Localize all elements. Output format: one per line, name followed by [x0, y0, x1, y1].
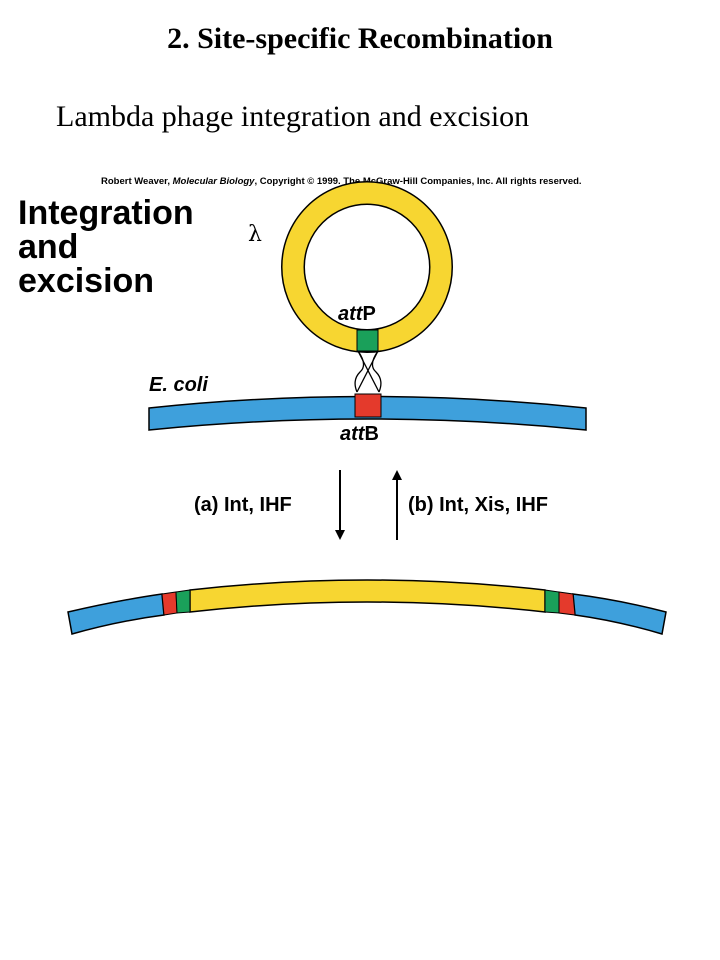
attP-site — [356, 329, 379, 352]
integrated-prophage — [189, 579, 546, 613]
crossover-line-left — [354, 350, 365, 393]
attR-green — [544, 589, 560, 614]
credit-rest: , Copyright © 1999. The McGraw-Hill Comp… — [254, 176, 581, 187]
attP-label: attP — [338, 303, 376, 325]
figure-heading-line-1: Integration — [18, 194, 194, 232]
slide-title: 2. Site-specific Recombination — [167, 22, 553, 55]
crossover-line-right — [371, 350, 382, 393]
figure-heading-line-2: and — [18, 228, 78, 266]
credit-book: Molecular Biology — [173, 176, 256, 187]
attB-site — [354, 393, 382, 418]
slide-subtitle: Lambda phage integration and excision — [56, 100, 530, 133]
figure-credit: Robert Weaver, Molecular Biology, Copyri… — [101, 176, 582, 187]
step-b-label: (b) Int, Xis, IHF — [408, 494, 548, 516]
attB-label: attB — [340, 423, 379, 445]
ecoli-label: E. coli — [149, 374, 208, 396]
attL-green — [175, 589, 191, 614]
crossover-x-2 — [356, 350, 379, 393]
crossover-x-1 — [357, 350, 380, 393]
credit-author: Robert Weaver, — [101, 176, 173, 187]
lambda-symbol: λ — [248, 222, 262, 247]
attR-red — [558, 591, 576, 616]
integrated-host-left — [67, 593, 165, 635]
figure-heading-line-3: excision — [18, 262, 154, 300]
integrated-host-right — [572, 593, 667, 635]
attL-red — [161, 591, 178, 616]
step-a-label: (a) Int, IHF — [194, 494, 292, 516]
